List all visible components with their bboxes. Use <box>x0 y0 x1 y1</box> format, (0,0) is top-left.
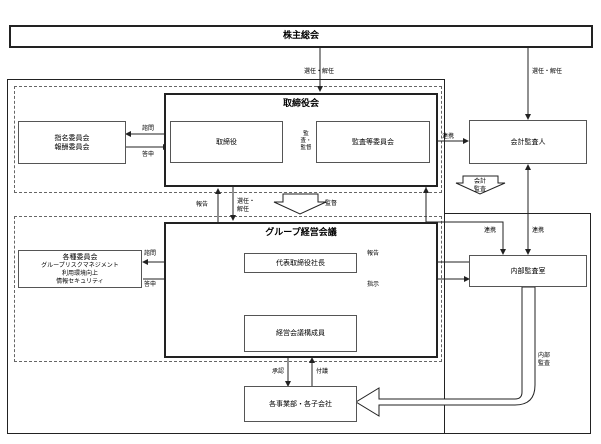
internal-audit-label: 内部監査室 <box>510 266 546 275</box>
cooperate-label: 連携 <box>532 227 545 234</box>
supervise-audit-label: 監査・監督 <box>300 131 312 151</box>
accounting-auditor-box: 会計監査人 <box>469 120 587 164</box>
supervise-label: 監督 <box>325 200 338 207</box>
consult-label: 諮問 <box>144 250 157 257</box>
accounting-auditor-label: 会計監査人 <box>510 137 546 146</box>
appoint-dismiss-2a-label: 選任・ <box>237 198 256 205</box>
president-label: 代表取締役社長 <box>276 258 325 267</box>
committee-item: グループリスクマネジメント <box>41 261 119 269</box>
report-back-label: 答申 <box>144 281 157 288</box>
internal-audit-box: 内部監査室 <box>469 255 587 287</box>
company-frame-right <box>445 213 591 434</box>
report-label: 報告 <box>367 250 380 257</box>
business-box: 各事業部・各子会社 <box>244 386 357 422</box>
shareholders-box: 株主総会 <box>9 25 593 48</box>
appoint-dismiss-label: 選任・解任 <box>304 68 335 75</box>
business-label: 各事業部・各子会社 <box>269 399 332 408</box>
cooperate-label: 連携 <box>484 227 497 234</box>
nomination-box: 指名委員会 報酬委員会 <box>18 121 126 164</box>
approve-label: 承認 <box>272 368 285 375</box>
committee-item: 利用環境向上 <box>61 269 98 277</box>
appoint-dismiss-2b-label: 解任 <box>237 206 250 213</box>
accounting-audit-label-b: 監査 <box>474 186 487 193</box>
directors-box: 取締役 <box>170 121 283 163</box>
board-title: 取締役会 <box>282 99 319 109</box>
instruct-label: 指示 <box>367 281 380 288</box>
audit-committee-box: 監査等委員会 <box>316 121 430 163</box>
internal-audit-label-b: 監査 <box>538 360 551 367</box>
report-back-label: 答申 <box>142 151 155 158</box>
internal-audit-label-a: 内部 <box>538 352 551 359</box>
management-dashed-region <box>14 216 442 362</box>
consult-label: 諮問 <box>142 125 155 132</box>
committee-item: 情報セキュリティ <box>56 277 104 285</box>
shareholders-label: 株主総会 <box>282 31 319 41</box>
members-box: 経営会議構成員 <box>244 315 357 352</box>
committees-box: 各種委員会 グループリスクマネジメント 利用環境向上 情報セキュリティ <box>18 250 142 288</box>
remuneration-label: 報酬委員会 <box>54 142 90 151</box>
management-title: グループ経営会議 <box>265 228 337 238</box>
directors-label: 取締役 <box>216 137 237 146</box>
company-frame <box>7 79 445 434</box>
committees-title: 各種委員会 <box>62 252 98 261</box>
submit-label: 付議 <box>316 368 329 375</box>
nomination-label: 指名委員会 <box>54 133 90 142</box>
report-label: 報告 <box>196 201 209 208</box>
audit-committee-label: 監査等委員会 <box>352 137 394 146</box>
accounting-audit-label-a: 会計 <box>474 178 487 185</box>
appoint-dismiss-label: 選任・解任 <box>532 68 563 75</box>
board-dashed-region <box>14 86 442 193</box>
cooperate-label: 連携 <box>442 133 455 140</box>
members-label: 経営会議構成員 <box>276 329 325 337</box>
president-box: 代表取締役社長 <box>244 253 357 273</box>
